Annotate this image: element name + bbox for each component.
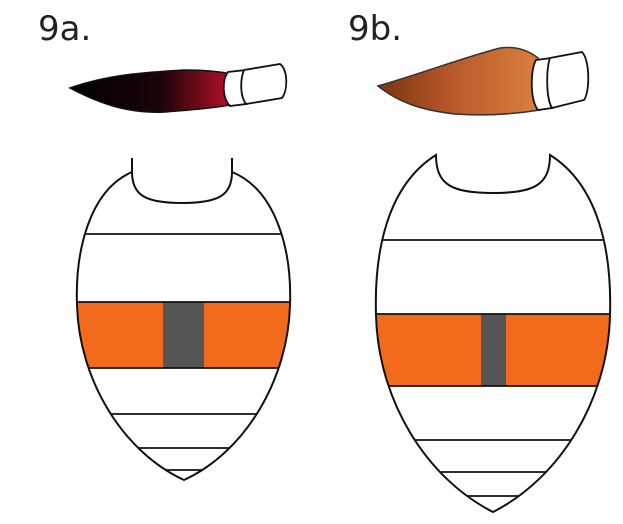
abdomen-patch-9b: [481, 314, 506, 386]
mandible-socket-9a: [241, 64, 286, 104]
mandible-socket-9b: [547, 52, 588, 108]
figure-9b: [360, 47, 623, 512]
mandible-9b: [378, 47, 540, 114]
mandible-9a: [70, 70, 235, 112]
abdomen-patch-9a: [163, 302, 204, 368]
abdomen-notch-9a: [132, 158, 232, 172]
figure-9a: [60, 64, 310, 480]
